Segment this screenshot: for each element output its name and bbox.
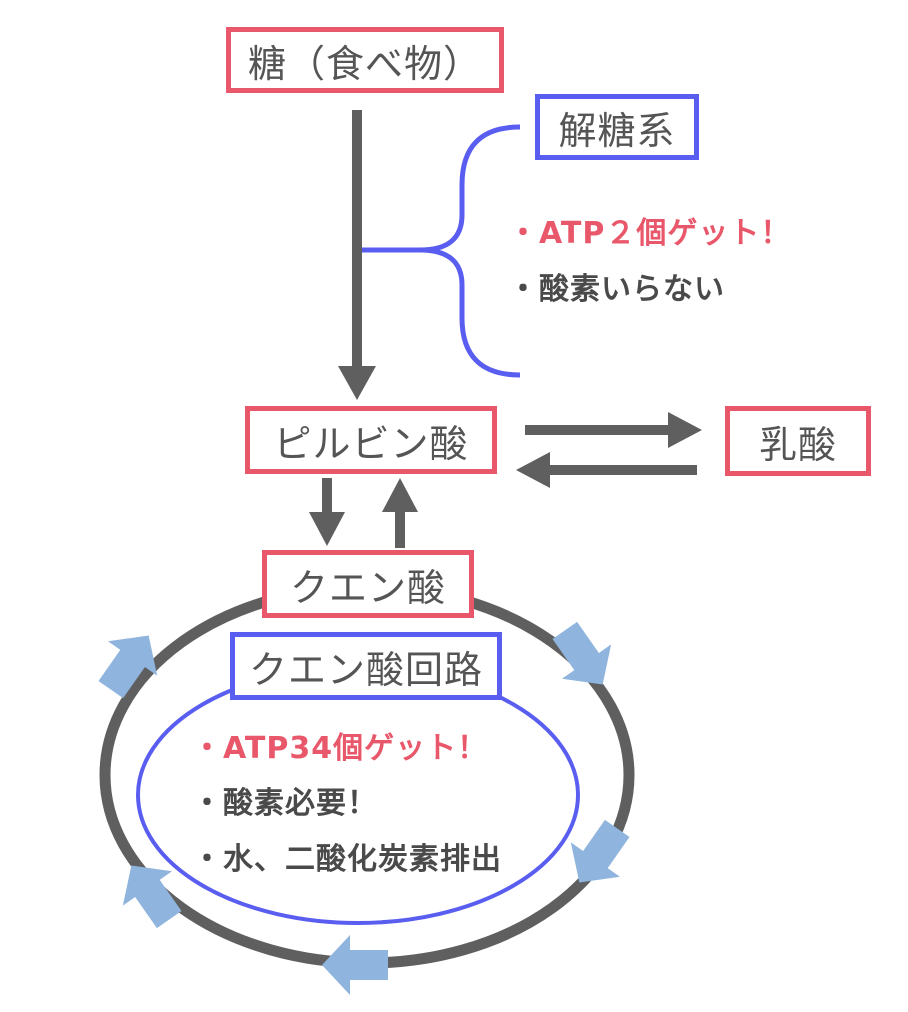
pyruvic-acid-box: ピルビン酸 (245, 406, 497, 474)
citric-acid-label: クエン酸 (289, 565, 446, 610)
lactic-acid-label: 乳酸 (758, 422, 837, 467)
citric-acid-cycle-box: クエン酸回路 (230, 632, 502, 700)
cycle-oxygen-note: ・酸素必要！ (192, 786, 378, 821)
sugar-label: 糖（食べ物） (247, 41, 482, 86)
cycle-output-note: ・水、二酸化炭素排出 (192, 842, 502, 877)
lactic-acid-box: 乳酸 (725, 406, 871, 476)
cycle-direction-arrow (570, 819, 630, 883)
sugar-box: 糖（食べ物） (226, 27, 504, 93)
cycle-direction-arrow (322, 935, 388, 995)
glycolysis-atp-note: ・ATP２個ゲット！ (508, 216, 792, 251)
cycle-atp-note: ・ATP34個ゲット！ (192, 731, 489, 766)
cycle-direction-arrow (552, 621, 612, 685)
cycle-direction-arrow (98, 635, 158, 699)
arrow-pyruvic-to-citric (309, 478, 345, 546)
arrow-citric-to-pyruvic (382, 478, 418, 548)
glycolysis-label: 解糖系 (558, 108, 676, 153)
glycolysis-box: 解糖系 (535, 94, 699, 160)
arrow-sugar-to-pyruvic (338, 110, 376, 400)
cycle-direction-arrow (122, 865, 182, 929)
glycolysis-oxygen-note: ・酸素いらない (508, 272, 725, 307)
pyruvic-acid-label: ピルビン酸 (273, 421, 469, 466)
citric-acid-cycle-label: クエン酸回路 (248, 647, 483, 692)
arrow-pyruvic-to-lactic (525, 412, 702, 448)
arrow-lactic-to-pyruvic (516, 452, 697, 488)
glycolysis-brace (362, 124, 521, 378)
citric-acid-box: クエン酸 (262, 550, 474, 618)
